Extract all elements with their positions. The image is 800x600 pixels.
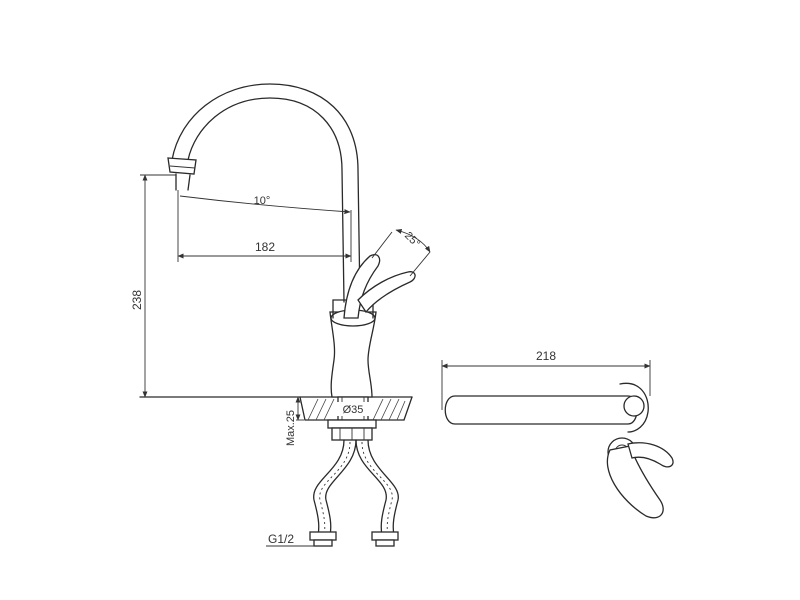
- flexible-hoses: [309, 439, 399, 547]
- hole-diameter-label: Ø35: [343, 404, 364, 416]
- top-view: 218: [441, 349, 674, 519]
- reach-label: 182: [255, 240, 275, 254]
- spout-angle-label: 10°: [254, 195, 271, 207]
- countertop-hatching: [307, 398, 406, 421]
- max-thickness-label: Max.25: [285, 410, 297, 446]
- faucet-body: [329, 254, 416, 398]
- height-dimension: 238: [130, 174, 176, 398]
- counter-thickness-dimension: Max.25: [285, 396, 304, 446]
- top-length-label: 218: [536, 349, 556, 363]
- side-view: 238 182 10° 25° Max.25: [130, 83, 431, 547]
- thread-callout: G1/2: [266, 532, 314, 547]
- thread-label: G1/2: [268, 532, 294, 546]
- height-label: 238: [130, 290, 144, 310]
- handle-angle-dimension: 25°: [371, 228, 431, 277]
- spout: [167, 83, 361, 303]
- spout-angle-dimension: 10°: [179, 195, 351, 215]
- reach-dimension: 182: [177, 190, 352, 262]
- top-view-length-dimension: 218: [441, 349, 651, 410]
- countertop: [139, 396, 413, 421]
- hole-diameter-dimension: Ø35: [336, 402, 370, 416]
